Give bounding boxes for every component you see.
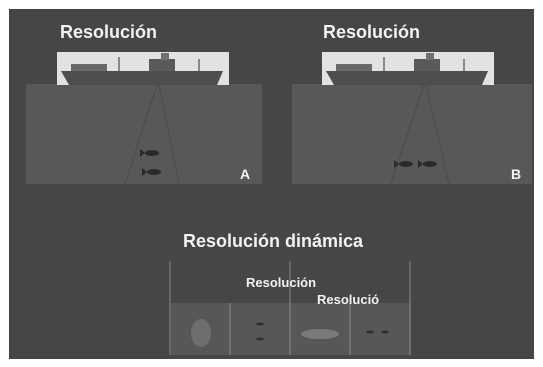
echo-trace (301, 329, 339, 339)
diagram-graphics (26, 52, 532, 355)
fish-icon (366, 330, 389, 334)
dynamic-label-1: Resolución (246, 275, 317, 290)
fish-icon (418, 160, 437, 168)
panel-b (292, 52, 532, 185)
dynamic-resolution-strip (169, 261, 411, 355)
panel-a-title: Resolución (60, 22, 158, 42)
fish-icon (142, 168, 161, 176)
dynamic-title: Resolución dinámica (183, 231, 364, 251)
fish-icon (256, 322, 264, 341)
panel-b-title: Resolución (323, 22, 421, 42)
water-column-a (26, 84, 262, 184)
slide: Resolución A Resolución B Resolución din… (9, 9, 534, 359)
fish-icon (394, 160, 413, 168)
panel-b-label: B (511, 166, 522, 182)
water-column-b (292, 84, 532, 184)
dynamic-water (171, 303, 411, 355)
panel-a-label: A (240, 166, 251, 182)
dynamic-label-2: Resolució (317, 292, 380, 307)
echo-trace (191, 319, 211, 347)
ship-icon (57, 52, 229, 85)
ship-icon (322, 52, 494, 85)
panel-a (26, 52, 262, 185)
sonar-beam (390, 84, 450, 185)
fish-icon (140, 149, 159, 157)
sonar-beam (124, 84, 180, 185)
